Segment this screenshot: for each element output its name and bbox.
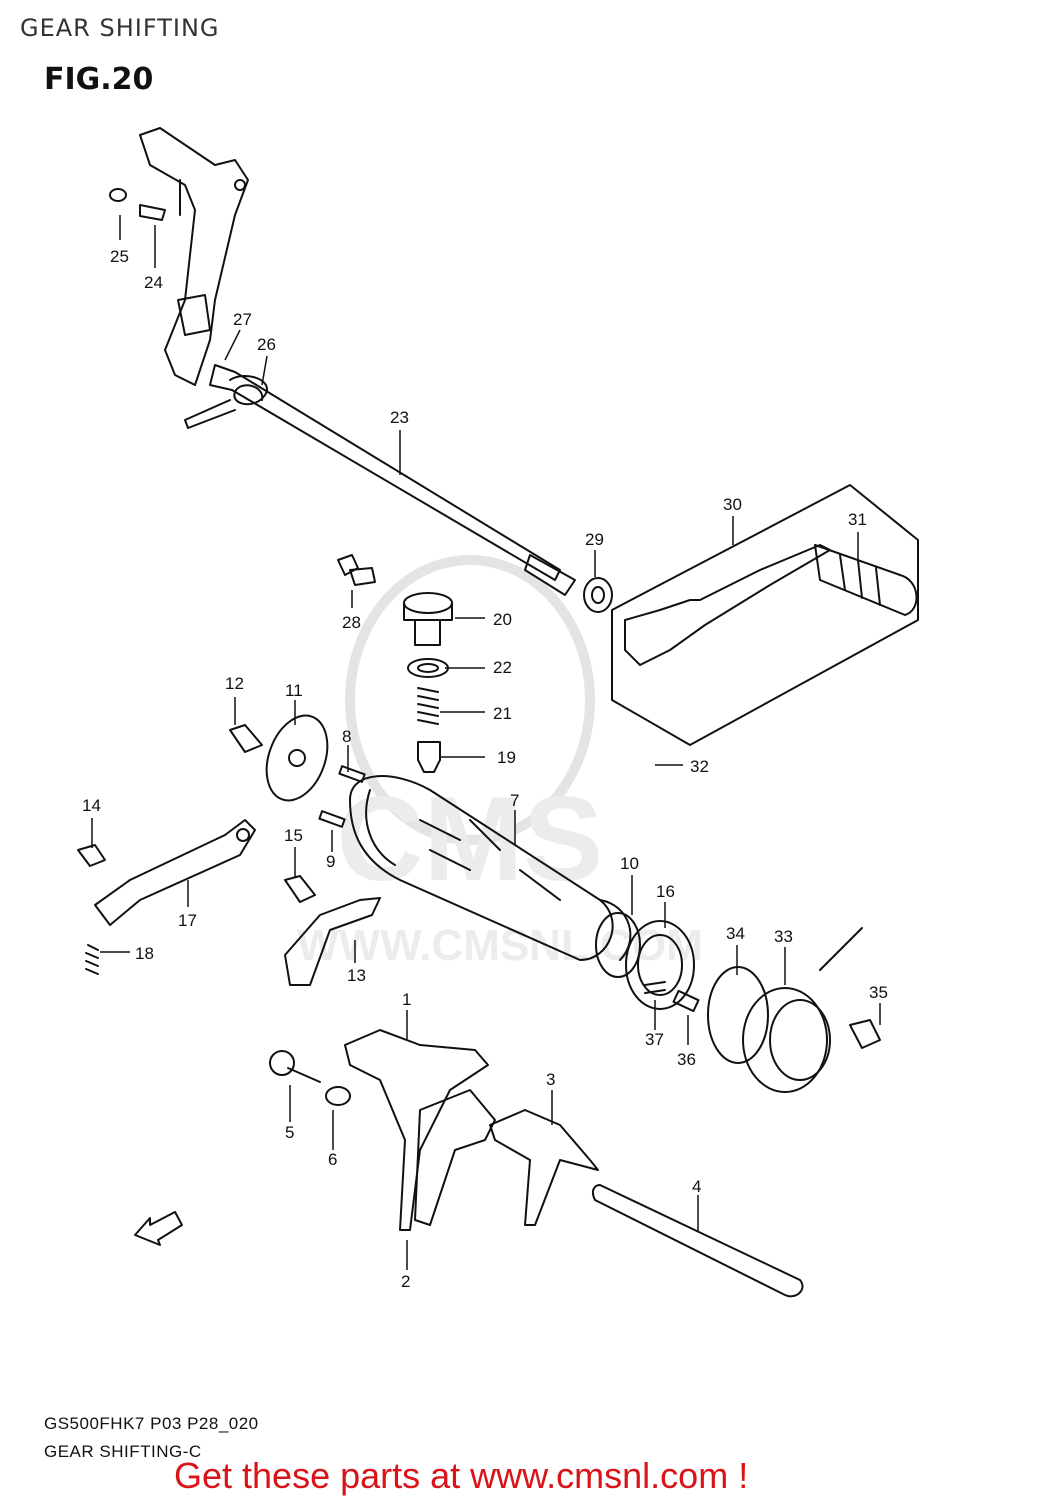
fwd-arrow-icon bbox=[134, 1211, 183, 1246]
stopper-lever bbox=[77, 819, 256, 975]
leader-lines bbox=[91, 215, 881, 1270]
callout-23: 23 bbox=[390, 408, 409, 427]
cam-plate bbox=[229, 714, 329, 802]
watermark: CMS WWW.CMSNL.COM bbox=[297, 555, 703, 970]
callout-28: 28 bbox=[342, 613, 361, 632]
fwd-label: FWD bbox=[153, 1215, 178, 1235]
callout-14: 14 bbox=[82, 796, 101, 815]
shift-drum bbox=[349, 775, 632, 961]
callout-13: 13 bbox=[347, 966, 366, 985]
callout-35: 35 bbox=[869, 983, 888, 1002]
callout-5: 5 bbox=[285, 1123, 294, 1142]
callout-12: 12 bbox=[225, 674, 244, 693]
callout-31: 31 bbox=[848, 510, 867, 529]
callout-11: 11 bbox=[285, 681, 303, 700]
callout-34: 34 bbox=[726, 924, 745, 943]
callout-15: 15 bbox=[284, 826, 303, 845]
bearing-rings bbox=[595, 912, 695, 1010]
figure-label: FIG.20 bbox=[44, 62, 154, 97]
callout-20: 20 bbox=[493, 610, 512, 629]
callout-29: 29 bbox=[585, 530, 604, 549]
callout-4: 4 bbox=[692, 1177, 701, 1196]
callout-6: 6 bbox=[328, 1150, 337, 1169]
pin-9 bbox=[318, 810, 346, 828]
callout-labels: 25 24 27 26 23 29 30 31 28 20 22 21 19 1… bbox=[82, 247, 888, 1291]
callout-21: 21 bbox=[493, 704, 512, 723]
callout-26: 26 bbox=[257, 335, 276, 354]
page-title: GEAR SHIFTING bbox=[20, 14, 220, 42]
watermark-url: WWW.CMSNL.COM bbox=[297, 921, 703, 970]
callout-22: 22 bbox=[493, 658, 512, 677]
callout-1: 1 bbox=[402, 990, 411, 1009]
callout-9: 9 bbox=[326, 852, 335, 871]
diagram-code: GS500FHK7 P03 P28_020 bbox=[44, 1414, 259, 1433]
callout-8: 8 bbox=[342, 727, 351, 746]
diagram-subtitle: GEAR SHIFTING-C bbox=[44, 1442, 202, 1461]
cta-link[interactable]: Get these parts at www.cmsnl.com ! bbox=[174, 1455, 749, 1496]
callout-2: 2 bbox=[401, 1272, 410, 1291]
callout-16: 16 bbox=[656, 882, 675, 901]
callout-32: 32 bbox=[690, 757, 709, 776]
pin-8 bbox=[338, 765, 366, 783]
callout-27: 27 bbox=[233, 310, 252, 329]
callout-37: 37 bbox=[645, 1030, 664, 1049]
callout-7: 7 bbox=[510, 791, 519, 810]
callout-17: 17 bbox=[178, 911, 197, 930]
callout-25: 25 bbox=[110, 247, 129, 266]
callout-33: 33 bbox=[774, 927, 793, 946]
callout-36: 36 bbox=[677, 1050, 696, 1069]
callout-19: 19 bbox=[497, 748, 516, 767]
bolt-28 bbox=[337, 554, 376, 586]
callout-18: 18 bbox=[135, 944, 154, 963]
callout-3: 3 bbox=[546, 1070, 555, 1089]
gear-position-switch bbox=[644, 927, 881, 1093]
watermark-brand: CMS bbox=[337, 772, 604, 906]
shift-pedal bbox=[611, 484, 919, 746]
shift-arm-assembly bbox=[109, 127, 613, 613]
callout-24: 24 bbox=[144, 273, 163, 292]
callout-30: 30 bbox=[723, 495, 742, 514]
shift-forks bbox=[269, 1029, 804, 1298]
callout-10: 10 bbox=[620, 854, 639, 873]
stopper-assembly bbox=[403, 592, 453, 773]
